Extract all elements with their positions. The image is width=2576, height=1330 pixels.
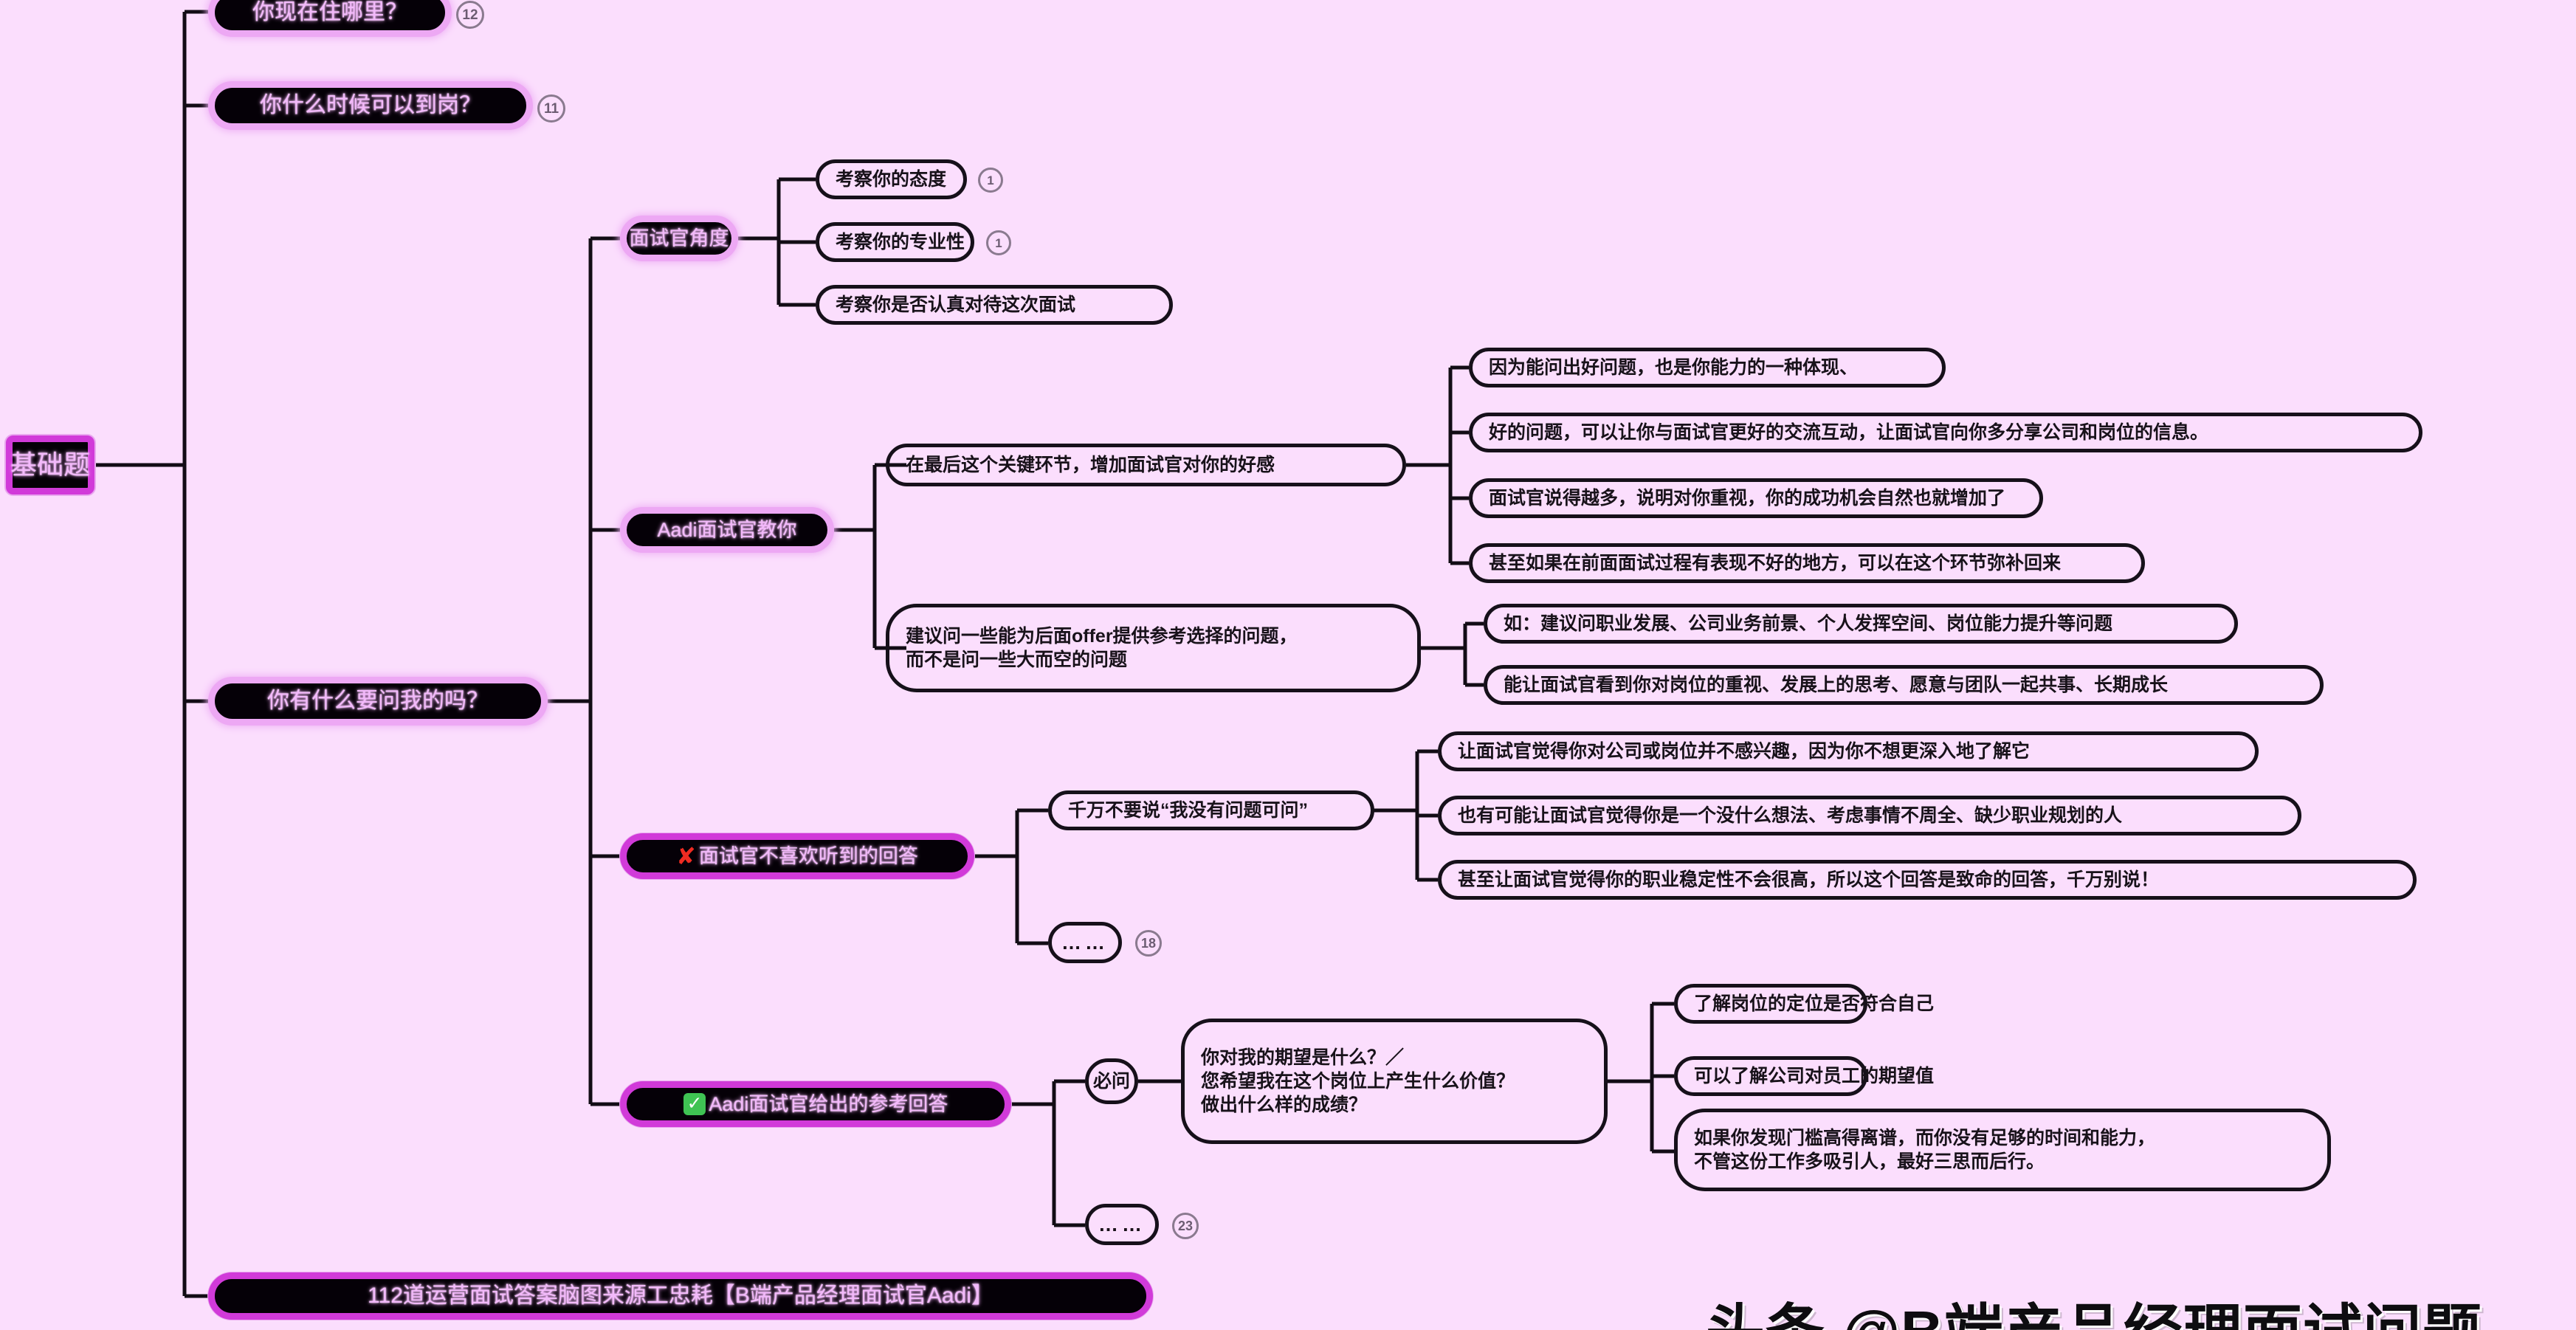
watermark: 头条 @B端产品经理面试问题 (1637, 1216, 2482, 1330)
detail-node[interactable]: 能让面试官看到你对岗位的重视、发展上的思考、愿意与团队一起共事、长期成长 (1484, 665, 2324, 705)
question-label: 你现在住哪里？ (252, 0, 407, 24)
cross-icon: ✘ (676, 842, 696, 869)
detail-node[interactable]: 如：建议问职业发展、公司业务前景、个人发挥空间、岗位能力提升等问题 (1484, 604, 2238, 644)
footer-label: 112道运营面试答案脑图来源工忠耗【B端产品经理面试官Aadi】 (368, 1283, 993, 1308)
count-badge: 1 (986, 230, 1011, 255)
check-icon: ✓ (683, 1092, 706, 1116)
count-badge: 18 (1135, 930, 1162, 957)
detail-node[interactable]: 考察你的态度 (816, 159, 967, 199)
root-node-label: 基础题 (10, 449, 91, 480)
count-badge-value: 23 (1177, 1219, 1194, 1233)
detail-node[interactable]: 考察你的专业性 (816, 222, 974, 262)
question-node-current-residence[interactable]: 你现在住哪里？ (208, 0, 452, 37)
topic-label: 千万不要说“我没有问题可问” (1068, 800, 1309, 821)
detail-label: 面试官说得越多，说明对你重视，你的成功机会自然也就增加了 (1489, 488, 2006, 509)
topic-label: 建议问一些能为后面offer提供参考选择的问题， 而不是问一些大而空的问题 (906, 626, 1298, 670)
main-branch-node[interactable]: 你有什么要问我的吗？ (208, 677, 548, 726)
detail-label: 可以了解公司对员工的期望值 (1694, 1066, 1935, 1086)
section-node-aadi-reference-answers[interactable]: ✓ Aadi面试官给出的参考回答 (620, 1081, 1011, 1127)
root-node[interactable]: 基础题 (6, 435, 94, 495)
watermark-label: 头条 @B端产品经理面试问题 (1706, 1299, 2482, 1330)
detail-label: 如果你发现门槛高得离谱，而你没有足够的时间和能力， 不管这份工作多吸引人，最好三… (1694, 1128, 2156, 1172)
count-badge: 23 (1172, 1213, 1199, 1239)
count-badge: 1 (978, 168, 1003, 193)
count-badge: 11 (537, 94, 565, 123)
ellipsis-node[interactable]: …… (1085, 1204, 1159, 1245)
question-label: 你什么时候可以到岗？ (260, 92, 481, 117)
section-label: Aadi面试官教你 (657, 518, 797, 541)
detail-node[interactable]: 也有可能让面试官觉得你是一个没什么想法、考虑事情不周全、缺少职业规划的人 (1438, 796, 2301, 835)
section-label: 面试官角度 (629, 227, 729, 249)
count-badge-value: 18 (1140, 936, 1157, 951)
detail-node[interactable]: 了解岗位的定位是否符合自己 (1674, 984, 1934, 1024)
detail-label: 如：建议问职业发展、公司业务前景、个人发挥空间、岗位能力提升等问题 (1504, 613, 2113, 634)
detail-label: 因为能问出好问题，也是你能力的一种体现、 (1489, 357, 1859, 378)
ellipsis-label: …… (1061, 931, 1109, 954)
topic-node[interactable]: 建议问一些能为后面offer提供参考选择的问题， 而不是问一些大而空的问题 (886, 604, 1421, 692)
detail-label: 也有可能让面试官觉得你是一个没什么想法、考虑事情不周全、缺少职业规划的人 (1458, 805, 2123, 826)
count-badge-value: 11 (543, 100, 559, 117)
detail-node[interactable]: 可以了解公司对员工的期望值 (1674, 1056, 1934, 1096)
count-badge: 12 (456, 1, 484, 29)
detail-label: 好的问题，可以让你与面试官更好的交流互动，让面试官向你多分享公司和岗位的信息。 (1489, 422, 2209, 443)
section-node-interviewer-angle[interactable]: 面试官角度 (620, 216, 738, 261)
count-badge-value: 1 (995, 235, 1002, 250)
detail-label: 考察你的专业性 (836, 232, 965, 252)
detail-label: 甚至让面试官觉得你的职业稳定性不会很高，所以这个回答是致命的回答，千万别说！ (1458, 869, 2160, 890)
detail-node[interactable]: 面试官说得越多，说明对你重视，你的成功机会自然也就增加了 (1469, 478, 2043, 518)
section-node-aadi-teaches[interactable]: Aadi面试官教你 (620, 507, 834, 553)
detail-node[interactable]: 让面试官觉得你对公司或岗位并不感兴趣，因为你不想更深入地了解它 (1438, 731, 2259, 771)
topic-node[interactable]: 你对我的期望是什么？／ 您希望我在这个岗位上产生什么价值？ 做出什么样的成绩？ (1181, 1019, 1608, 1144)
detail-node[interactable]: 考察你是否认真对待这次面试 (816, 285, 1173, 325)
ellipsis-node[interactable]: …… (1048, 922, 1122, 963)
footer-banner[interactable]: 112道运营面试答案脑图来源工忠耗【B端产品经理面试官Aadi】 (208, 1272, 1153, 1320)
detail-node[interactable]: 甚至如果在前面面试过程有表现不好的地方，可以在这个环节弥补回来 (1469, 543, 2145, 583)
count-badge-value: 1 (987, 173, 994, 187)
question-node-start-date[interactable]: 你什么时候可以到岗？ (208, 81, 533, 130)
topic-label: 在最后这个关键环节，增加面试官对你的好感 (906, 455, 1275, 475)
section-node-disliked-answers[interactable]: ✘ 面试官不喜欢听到的回答 (620, 833, 974, 879)
count-badge-value: 12 (462, 7, 478, 23)
main-branch-label: 你有什么要问我的吗？ (267, 688, 489, 713)
detail-node[interactable]: 好的问题，可以让你与面试官更好的交流互动，让面试官向你多分享公司和岗位的信息。 (1469, 413, 2422, 452)
topic-label: 必问 (1093, 1071, 1131, 1092)
section-label: 面试官不喜欢听到的回答 (698, 844, 918, 867)
detail-label: 了解岗位的定位是否符合自己 (1694, 993, 1935, 1014)
section-label: Aadi面试官给出的参考回答 (709, 1092, 948, 1115)
topic-node[interactable]: 在最后这个关键环节，增加面试官对你的好感 (886, 444, 1406, 486)
detail-label: 甚至如果在前面面试过程有表现不好的地方，可以在这个环节弥补回来 (1489, 553, 2062, 573)
detail-node[interactable]: 如果你发现门槛高得离谱，而你没有足够的时间和能力， 不管这份工作多吸引人，最好三… (1674, 1109, 2331, 1191)
topic-node[interactable]: 必问 (1085, 1058, 1138, 1104)
ellipsis-label: …… (1098, 1213, 1146, 1236)
detail-label: 让面试官觉得你对公司或岗位并不感兴趣，因为你不想更深入地了解它 (1458, 741, 2031, 762)
detail-label: 考察你的态度 (836, 169, 947, 190)
detail-label: 能让面试官看到你对岗位的重视、发展上的思考、愿意与团队一起共事、长期成长 (1504, 675, 2169, 695)
topic-node[interactable]: 千万不要说“我没有问题可问” (1048, 790, 1374, 830)
topic-label: 你对我的期望是什么？／ 您希望我在这个岗位上产生什么价值？ 做出什么样的成绩？ (1201, 1047, 1515, 1115)
detail-node[interactable]: 因为能问出好问题，也是你能力的一种体现、 (1469, 348, 1946, 387)
detail-node[interactable]: 甚至让面试官觉得你的职业稳定性不会很高，所以这个回答是致命的回答，千万别说！ (1438, 860, 2417, 900)
detail-label: 考察你是否认真对待这次面试 (836, 294, 1076, 315)
